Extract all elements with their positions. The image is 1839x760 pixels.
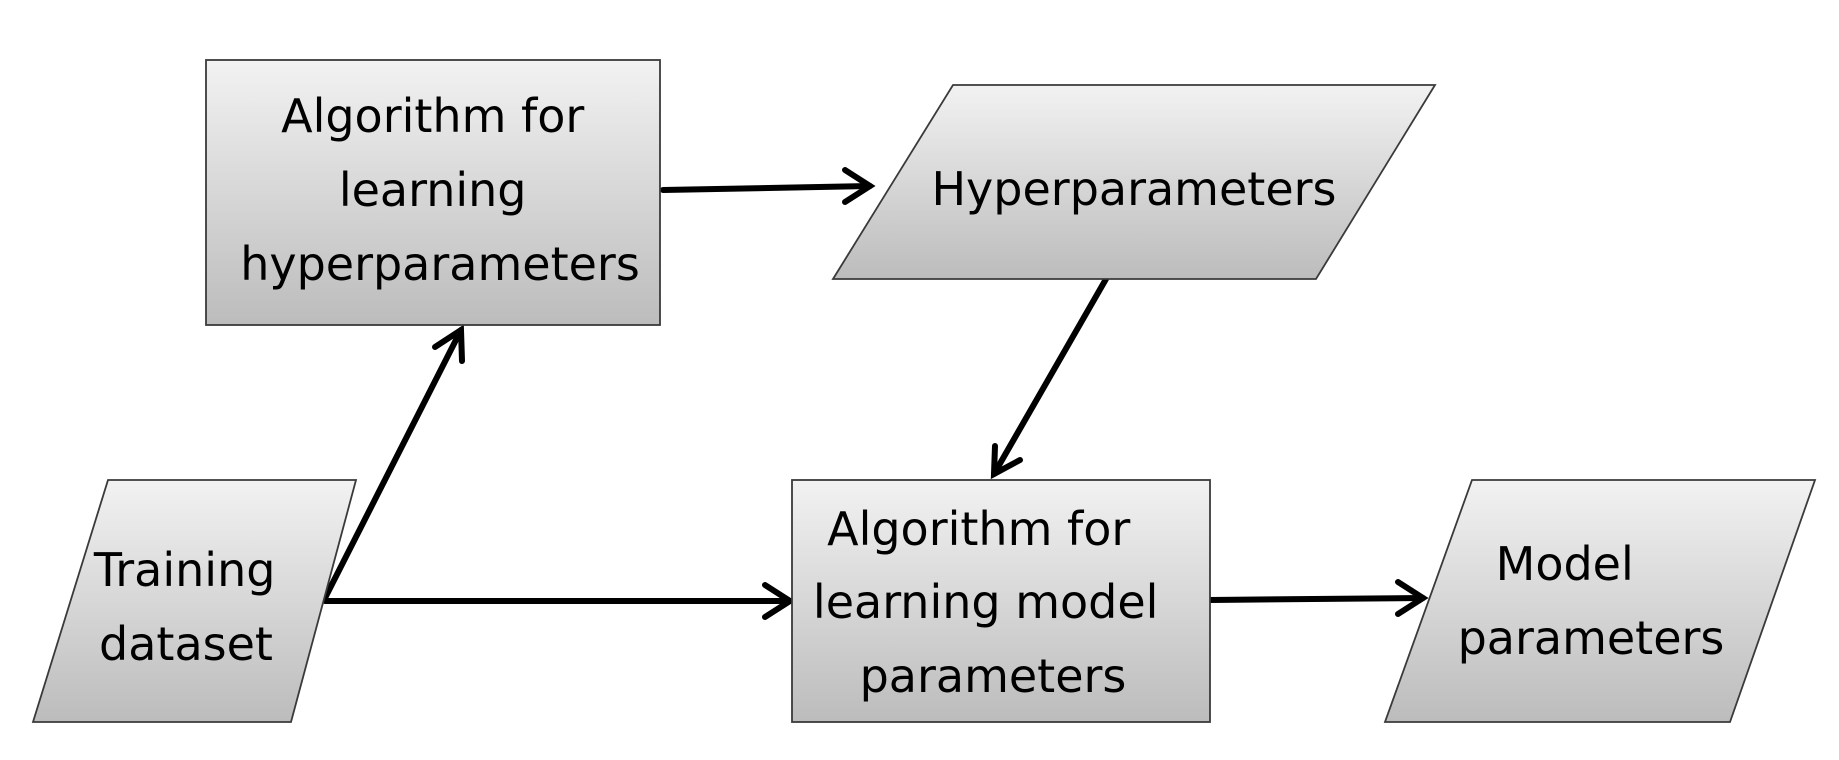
- node-label-line: parameters: [1458, 611, 1725, 665]
- node-algorithm-for-learning-hyperparameters: Algorithm for learning hyperparameters: [205, 59, 661, 326]
- node-label-line: parameters: [860, 649, 1127, 703]
- node-hyperparameters: Hyperparameters: [831, 84, 1437, 280]
- node-label-line: Model: [1496, 537, 1634, 591]
- node-algorithm-for-learning-model-parameters: Algorithm for learning model parameters: [791, 479, 1211, 723]
- arrow-training-dataset-to-algorithm-model-parameters: [322, 582, 796, 620]
- node-model-parameters: Model parameters: [1383, 479, 1817, 723]
- arrow-algorithm-hyperparameters-to-hyperparameters: [660, 167, 876, 205]
- node-label-line: Algorithm for: [281, 89, 584, 143]
- node-label-line: Algorithm for: [827, 502, 1130, 556]
- node-label-line: learning model: [813, 575, 1159, 629]
- edges: [322, 167, 1429, 620]
- svg-text:Model parameters: Model parameters: [1458, 537, 1725, 665]
- svg-text:Training dataset: Training dataset: [93, 543, 290, 671]
- svg-text:Algorithm for learning: Algorithm for learning hyperparameters: [240, 89, 640, 291]
- arrow-training-dataset-to-algorithm-hyperparameters: [322, 324, 465, 601]
- svg-text:Hyperparameters: Hyperparameters: [931, 162, 1336, 216]
- node-label-line: dataset: [99, 617, 273, 671]
- arrow-algorithm-model-parameters-to-model-parameters: [1207, 579, 1429, 617]
- arrow-hyperparameters-to-algorithm-model-parameters: [990, 276, 1109, 480]
- node-label-line: learning: [339, 163, 527, 217]
- svg-text:Algorithm for learning m: Algorithm for learning model parameters: [813, 502, 1173, 703]
- node-label-line: Hyperparameters: [931, 162, 1336, 216]
- node-label-line: Training: [93, 543, 276, 597]
- node-training-dataset: Training dataset: [31, 479, 358, 723]
- node-label-line: hyperparameters: [240, 237, 640, 291]
